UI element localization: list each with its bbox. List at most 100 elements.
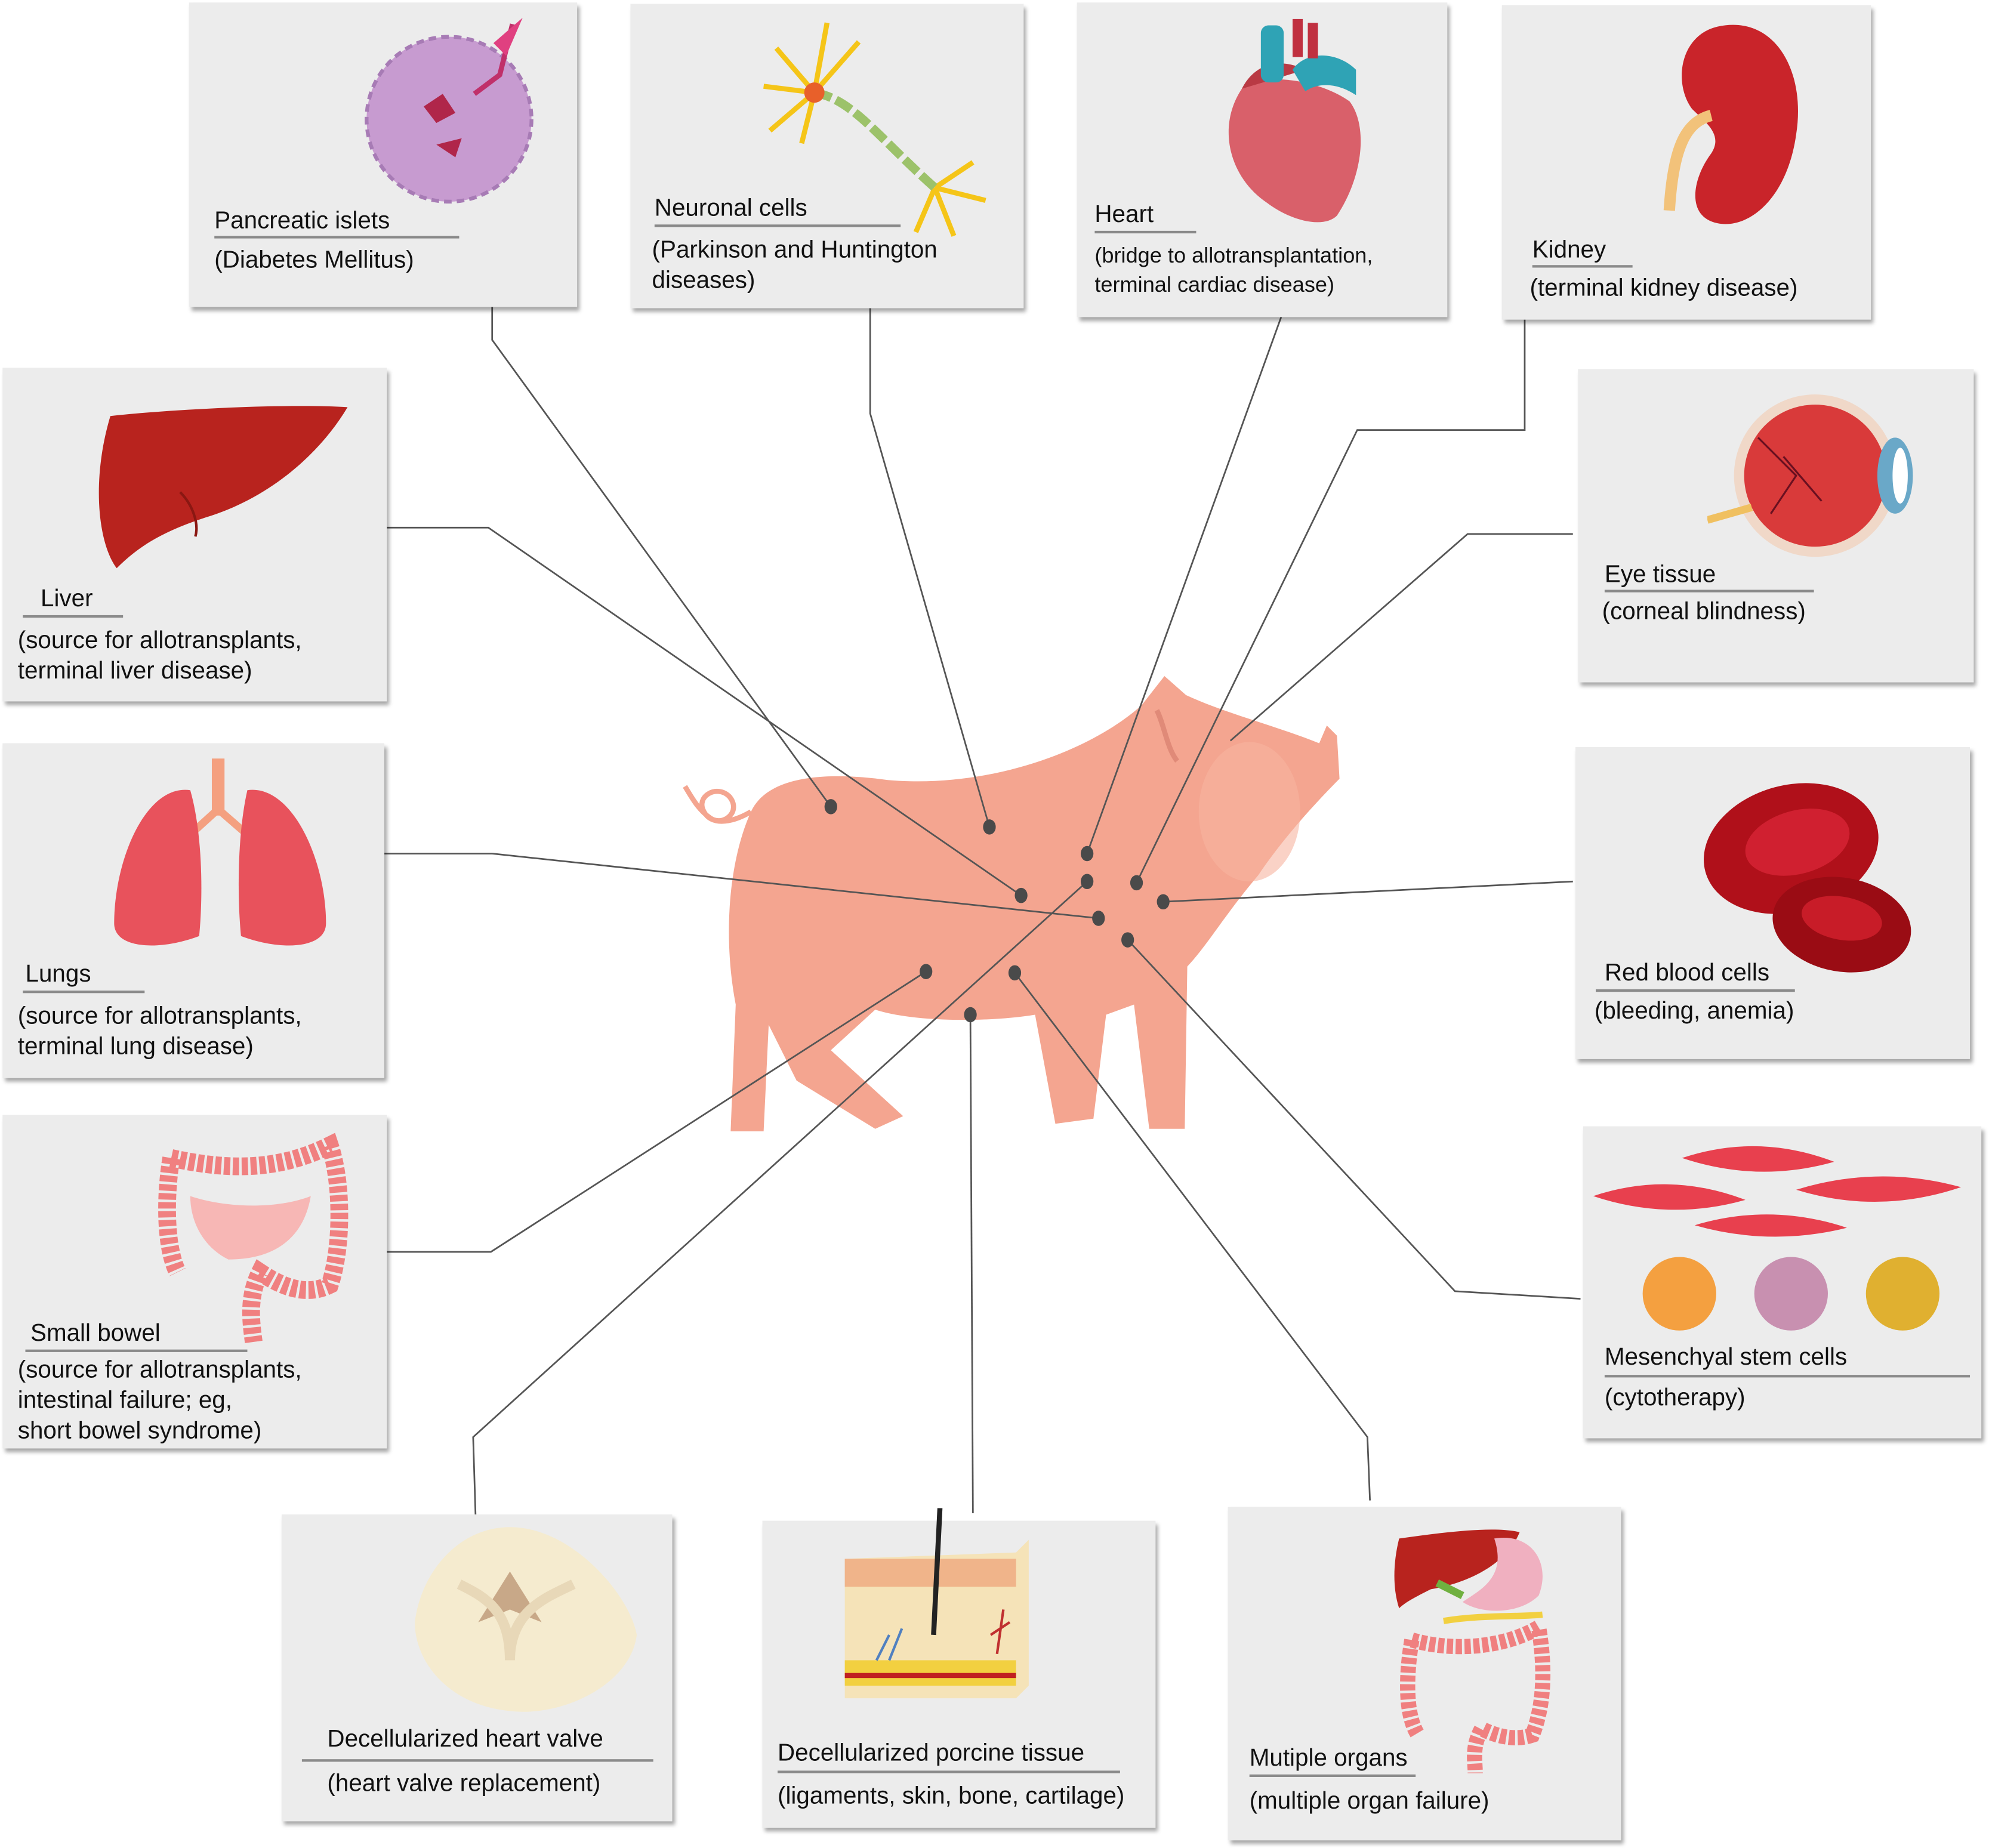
- panel-description: (corneal blindness): [1602, 598, 1806, 625]
- connector-lines: [384, 307, 1581, 1520]
- panel-label: Decellularized porcine tissue: [777, 1740, 1085, 1767]
- label-underline: [1094, 230, 1197, 234]
- panel-eye-tissue: Eye tissue (corneal blindness): [1578, 369, 1974, 683]
- pig-tail: [683, 785, 753, 824]
- panel-label: Mutiple organs: [1249, 1745, 1408, 1772]
- panel-red-blood-cells: Red blood cells (bleeding, anemia): [1575, 746, 1971, 1059]
- panel-small-bowel: Small bowel (source for allotransplants,…: [2, 1115, 387, 1449]
- panel-description: diseases): [652, 267, 755, 295]
- connector-liver: [387, 526, 1022, 896]
- label-underline: [1604, 1375, 1971, 1378]
- stem-cells-icon: [1593, 1146, 1962, 1331]
- heart-icon: [1228, 18, 1361, 223]
- panel-label: Eye tissue: [1604, 562, 1716, 589]
- panel-description: (multiple organ failure): [1249, 1788, 1490, 1815]
- dot: [920, 964, 933, 979]
- pig-body: [729, 675, 1340, 1132]
- skin-tissue-icon: [844, 1508, 1029, 1699]
- panel-description: terminal lung disease): [17, 1033, 254, 1061]
- label-underline: [654, 224, 901, 227]
- panel-description: short bowel syndrome): [17, 1418, 262, 1445]
- dot: [824, 799, 837, 815]
- pig-illustration: [683, 675, 1340, 1132]
- dot: [1092, 911, 1105, 926]
- panel-label: Pancreatic islets: [214, 208, 390, 235]
- dot: [1014, 887, 1028, 903]
- label-underline: [301, 1759, 653, 1762]
- panel-neuronal-cells: Neuronal cells (Parkinson and Huntington…: [630, 4, 1024, 308]
- pig-cheek: [1198, 742, 1300, 882]
- panel-kidney: Kidney (terminal kidney disease): [1501, 5, 1871, 320]
- panel-description: (source for allotransplants,: [17, 628, 302, 655]
- panel-lungs: Lungs (source for allotransplants, termi…: [2, 743, 385, 1078]
- panel-liver: Liver (source for allotransplants, termi…: [2, 368, 387, 702]
- label-underline: [214, 236, 460, 239]
- label-underline: [25, 1349, 248, 1352]
- panel-description: (source for allotransplants,: [17, 1357, 302, 1384]
- panel-mesenchymal-stem-cells: Mesenchyal stem cells (cytotherapy): [1583, 1126, 1982, 1439]
- multiple-organs-icon: [1394, 1529, 1551, 1773]
- dot: [1008, 965, 1022, 981]
- intestines-icon: [158, 1133, 349, 1343]
- connector-dots: [824, 799, 1170, 1023]
- connector-kidney: [1136, 319, 1526, 884]
- connector-porcine-tissue: [969, 1014, 974, 1513]
- panel-description: (bleeding, anemia): [1594, 998, 1794, 1025]
- kidney-icon: [1663, 24, 1798, 224]
- lungs-icon: [114, 758, 326, 946]
- panel-description: (bridge to allotransplantation,: [1094, 243, 1373, 268]
- panel-pancreatic-islets: Pancreatic islets (Diabetes Mellitus): [189, 2, 578, 307]
- panel-label: Red blood cells: [1604, 960, 1770, 987]
- connector-pancreatic: [491, 307, 832, 807]
- pig-ear: [1154, 709, 1180, 763]
- dot: [964, 1007, 977, 1023]
- connector-heart-valve: [472, 881, 1088, 1520]
- label-underline: [777, 1770, 1120, 1773]
- panel-label: Kidney: [1532, 237, 1606, 264]
- panel-description: (Parkinson and Huntington: [652, 237, 938, 264]
- connector-eye: [1229, 533, 1573, 742]
- panel-multiple-organs: Mutiple organs (multiple organ failure): [1228, 1507, 1621, 1841]
- label-underline: [1604, 590, 1814, 593]
- panel-heart: Heart (bridge to allotransplantation, te…: [1077, 2, 1448, 317]
- panel-description: intestinal failure; eg,: [17, 1387, 232, 1415]
- label-underline: [1249, 1774, 1416, 1777]
- panel-description: (terminal kidney disease): [1529, 275, 1798, 302]
- dot: [1130, 875, 1143, 891]
- dot: [1081, 874, 1094, 890]
- liver-icon: [98, 406, 348, 569]
- dot: [1081, 846, 1094, 862]
- connector-neuronal: [869, 308, 991, 828]
- label-underline: [1532, 265, 1633, 268]
- dot: [1121, 932, 1134, 948]
- label-underline: [1596, 989, 1795, 992]
- pancreatic-islet-icon: [365, 17, 534, 204]
- dot: [983, 819, 996, 835]
- label-underline: [23, 615, 124, 618]
- connector-rbc: [1163, 880, 1573, 903]
- connector-multiple-organs: [1014, 972, 1371, 1501]
- panel-description: (heart valve replacement): [327, 1770, 601, 1797]
- panel-decellularized-porcine-tissue: Decellularized porcine tissue (ligaments…: [762, 1508, 1156, 1828]
- panel-label: Small bowel: [30, 1320, 161, 1347]
- panel-description: (source for allotransplants,: [17, 1003, 302, 1030]
- panel-description: (Diabetes Mellitus): [214, 247, 414, 274]
- connector-lungs: [384, 853, 1099, 920]
- label-underline: [23, 991, 145, 994]
- dot: [1157, 894, 1170, 910]
- connector-heart: [1086, 316, 1282, 854]
- connector-small-bowel: [387, 971, 927, 1253]
- panel-label: Neuronal cells: [654, 195, 807, 222]
- panel-label: Decellularized heart valve: [327, 1726, 603, 1753]
- panel-decellularized-heart-valve: Decellularized heart valve (heart valve …: [281, 1514, 673, 1822]
- panel-label: Mesenchyal stem cells: [1604, 1344, 1848, 1371]
- heart-valve-icon: [415, 1527, 637, 1712]
- eye-icon: [1707, 394, 1913, 557]
- panel-label: Lungs: [25, 961, 91, 988]
- connector-msc: [1127, 939, 1581, 1300]
- panel-label: Liver: [41, 586, 93, 613]
- panel-description: (cytotherapy): [1604, 1385, 1746, 1412]
- neuron-icon: [763, 22, 986, 237]
